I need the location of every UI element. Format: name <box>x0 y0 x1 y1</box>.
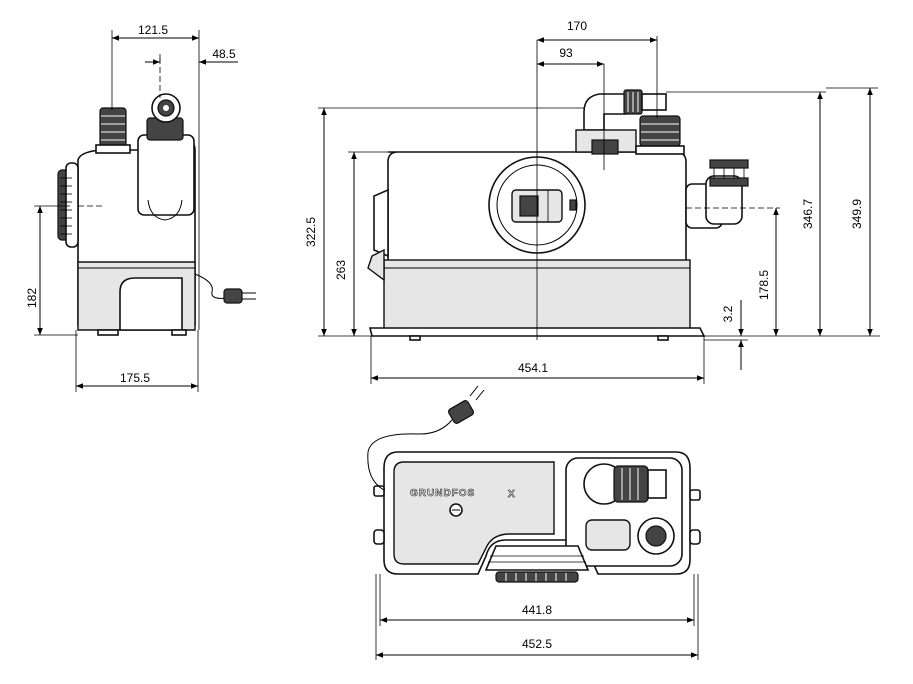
dim-top-width-outer: 452.5 <box>522 637 552 651</box>
dim-side-top-width: 121.5 <box>138 23 168 37</box>
dim-front-height-inner: 263 <box>334 260 348 280</box>
dim-front-foot: 3.2 <box>721 305 735 322</box>
dim-side-height: 182 <box>25 288 39 308</box>
grundfos-mark: X <box>508 489 516 500</box>
dim-front-top-inner: 93 <box>559 46 573 60</box>
front-view: 170 93 322.5 263 346.7 349.9 178.5 3.2 <box>304 19 880 384</box>
dim-side-base-width: 175.5 <box>120 371 150 385</box>
dim-front-width: 454.1 <box>518 361 548 375</box>
top-view: GRUNDFOS X 441.8 452.5 <box>367 385 701 660</box>
grundfos-logo: GRUNDFOS <box>410 488 475 499</box>
dim-front-height-outlet: 346.7 <box>801 199 815 229</box>
dim-front-top-outer: 170 <box>567 19 587 33</box>
dim-front-inlet-height: 178.5 <box>757 270 771 300</box>
dim-front-height-left: 322.5 <box>304 217 318 247</box>
dim-top-width-inner: 441.8 <box>522 603 552 617</box>
side-view: 121.5 48.5 182 175.5 <box>25 23 256 392</box>
dim-side-top-offset: 48.5 <box>212 47 236 61</box>
dim-front-height-total: 349.9 <box>850 199 864 229</box>
